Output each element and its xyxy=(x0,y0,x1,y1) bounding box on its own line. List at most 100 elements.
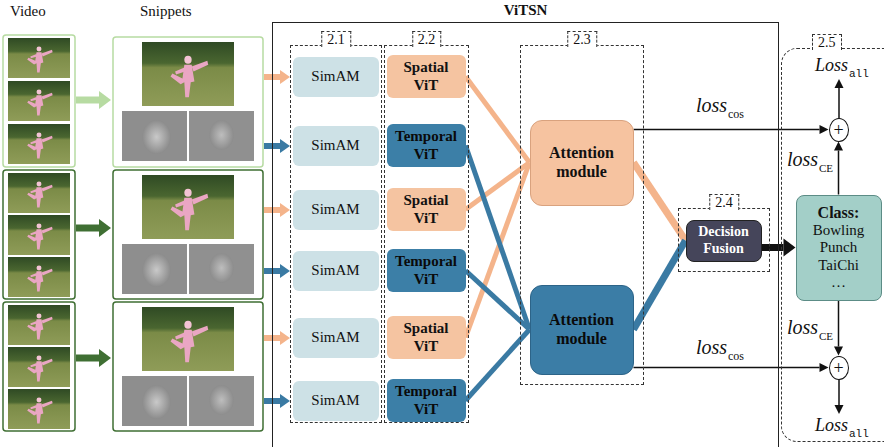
section-number: 2.4 xyxy=(715,195,733,210)
section-number: 2.5 xyxy=(818,35,836,50)
rgb-frame xyxy=(142,175,234,239)
simam-box: SimAM xyxy=(293,318,379,358)
loss-label: loss xyxy=(787,148,818,170)
arrow-head xyxy=(834,142,843,151)
arrow-line xyxy=(76,225,99,232)
box-content: SimAM xyxy=(311,137,359,154)
connector xyxy=(834,142,843,195)
arrow-line xyxy=(838,88,840,120)
loss-label: Loss xyxy=(815,56,848,76)
loss-subscript: all xyxy=(849,428,869,440)
section-tab: 2.5 xyxy=(812,34,842,50)
box-content: + xyxy=(833,360,843,376)
temporal-vit-box: Temporal ViT xyxy=(387,124,466,167)
spatial-vit-box: Spatial ViT xyxy=(387,55,466,98)
box-content: Temporal ViT xyxy=(393,253,459,288)
arrow-head xyxy=(835,79,844,88)
arrow-head xyxy=(280,203,290,217)
attention-box: Attention module xyxy=(530,120,634,206)
box-label: Temporal ViT xyxy=(393,128,459,163)
box-label: Temporal ViT xyxy=(393,253,459,288)
box-content: Temporal ViT xyxy=(393,128,459,163)
snippet-box xyxy=(113,170,263,299)
arrow-head xyxy=(820,125,829,134)
arrow-head xyxy=(834,347,843,356)
optical-flow xyxy=(122,244,254,294)
box-label: SimAM xyxy=(311,137,359,154)
spatial-vit-box: Spatial ViT xyxy=(387,316,466,359)
connector xyxy=(634,363,829,372)
box-content: + xyxy=(833,122,843,138)
box-label: + xyxy=(833,122,843,138)
box-label: Attention module xyxy=(536,311,628,348)
box-content: Decision Fusion xyxy=(691,224,757,256)
arrow-line xyxy=(838,378,840,405)
arrow-line xyxy=(76,355,99,362)
temporal-vit-box: Temporal ViT xyxy=(387,379,466,422)
video-frame xyxy=(8,81,70,121)
arrow-head xyxy=(99,91,111,109)
video-frame xyxy=(8,38,70,78)
connector-line xyxy=(634,367,820,369)
box-label: Spatial ViT xyxy=(393,59,459,94)
sampling-arrows xyxy=(76,91,111,367)
frame-group xyxy=(3,170,75,299)
loss-subscript: CE xyxy=(819,330,833,342)
box-label: Class: xyxy=(804,204,874,222)
box-content: SimAM xyxy=(311,201,359,218)
box-label: SimAM xyxy=(311,392,359,409)
simam-box: SimAM xyxy=(293,381,379,421)
video-frame xyxy=(8,305,70,345)
loss-subscript: cos xyxy=(728,350,744,363)
box-label: SimAM xyxy=(311,329,359,346)
box-content: Spatial ViT xyxy=(393,192,459,227)
snippet-box xyxy=(113,37,263,167)
frame-group xyxy=(3,302,75,431)
temporal-vit-box: Temporal ViT xyxy=(387,249,466,292)
optical-flow xyxy=(122,111,254,161)
loss-subscript: CE xyxy=(819,162,833,174)
simam-box: SimAM xyxy=(293,251,379,291)
box-content: Spatial ViT xyxy=(393,59,459,94)
box-label: Spatial ViT xyxy=(393,320,459,355)
video-frame xyxy=(8,389,70,429)
system-box: ViTSN2.1SimAMSimAMSimAMSimAMSimAMSimAM2.… xyxy=(272,22,779,447)
arrow-head xyxy=(280,394,290,408)
box-label: Decision Fusion xyxy=(691,224,757,256)
loss-subscript: all xyxy=(849,68,869,80)
box-label: SimAM xyxy=(311,68,359,85)
connector xyxy=(834,301,843,356)
video-frame xyxy=(8,173,70,213)
arrow-head xyxy=(280,139,290,153)
class-box: Class:Bowling Punch TaiChi … xyxy=(796,195,882,301)
sum-circle: + xyxy=(829,356,849,380)
video-frame xyxy=(8,257,70,297)
box-content: SimAM xyxy=(311,68,359,85)
loss-group-box: 2.5Class:Bowling Punch TaiChi …++ xyxy=(781,48,884,442)
connector-line xyxy=(838,151,840,195)
connector-line xyxy=(838,301,840,347)
box-label: + xyxy=(833,360,843,376)
attention-box: Attention module xyxy=(530,285,634,375)
group-box: 2.1SimAMSimAMSimAMSimAMSimAMSimAM xyxy=(290,45,382,423)
box-content: SimAM xyxy=(311,262,359,279)
group-box: 2.4Decision Fusion xyxy=(678,208,770,272)
box-content: SimAM xyxy=(311,329,359,346)
group-box: 2.3Attention moduleAttention module xyxy=(520,45,644,385)
arrow-head xyxy=(820,363,829,372)
section-number: 2.3 xyxy=(573,32,591,47)
box-content: Attention module xyxy=(536,144,628,181)
box-content: Temporal ViT xyxy=(393,383,459,418)
arrow-head xyxy=(835,405,844,414)
video-frame xyxy=(8,124,70,164)
rgb-frame xyxy=(142,307,234,371)
snippet-box xyxy=(113,302,263,431)
arrow-head xyxy=(784,239,796,257)
optical-flow xyxy=(122,376,254,426)
simam-box: SimAM xyxy=(293,126,379,166)
sum-circle: + xyxy=(829,118,849,142)
box-content: Spatial ViT xyxy=(393,320,459,355)
box-label: Temporal ViT xyxy=(393,383,459,418)
loss-label: loss xyxy=(696,94,727,116)
